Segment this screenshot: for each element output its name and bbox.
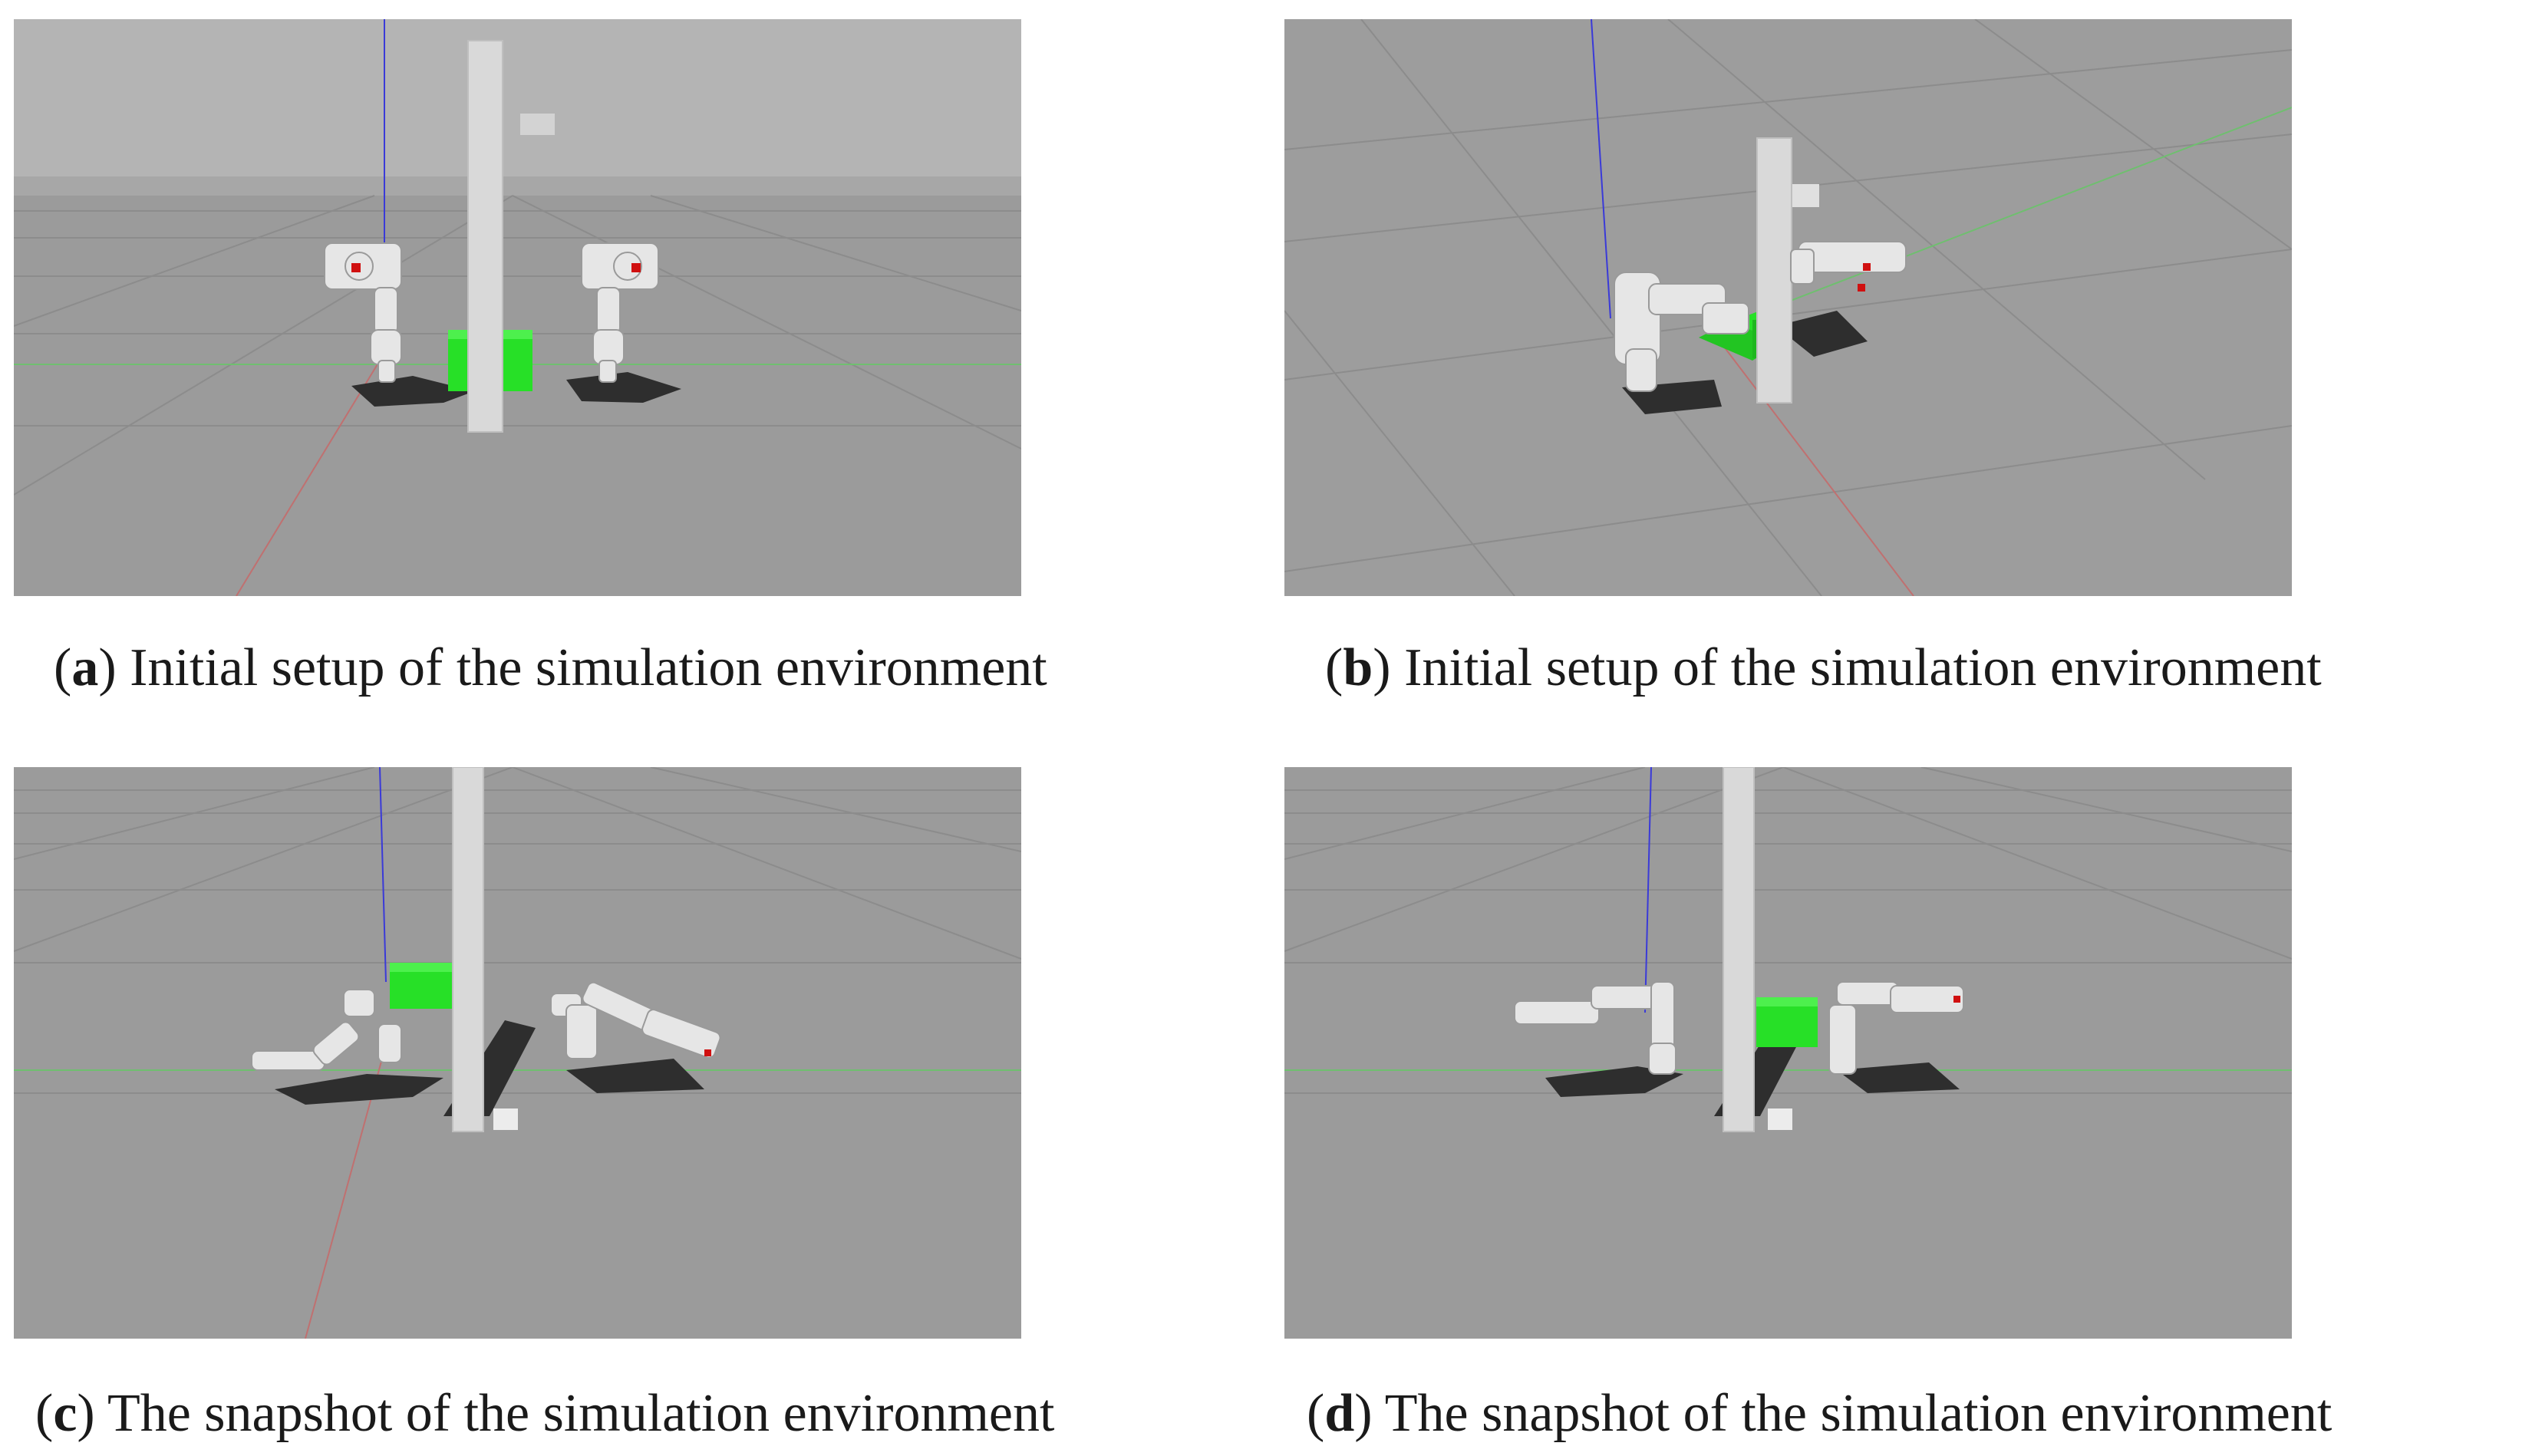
y-axis-line <box>1744 107 2292 319</box>
marker-right <box>1953 996 1960 1003</box>
caption-label: d <box>1324 1384 1355 1443</box>
caption-text: The snapshot of the simulation environme… <box>107 1384 1055 1443</box>
z-axis-line <box>1591 19 1611 319</box>
caption-a: (a) Initial setup of the simulation envi… <box>54 638 1047 697</box>
caption-text: Initial setup of the simulation environm… <box>1404 638 2322 697</box>
robot-arm-left <box>1614 272 1749 392</box>
caption-label: b <box>1343 638 1373 697</box>
scene-d <box>1284 767 2292 1339</box>
horizon-band <box>14 176 1021 196</box>
x-axis-line <box>1713 333 1914 596</box>
marker-left <box>351 263 361 272</box>
caption-d: (d) The snapshot of the simulation envir… <box>1307 1384 2333 1443</box>
z-axis-line <box>1644 767 1652 1013</box>
scene-a <box>14 19 1021 596</box>
sky-backdrop <box>14 19 1021 176</box>
small-block <box>1792 184 1819 207</box>
simulation-view-d <box>1284 767 2292 1339</box>
simulation-view-a <box>14 19 1021 596</box>
robot-arm-left <box>1514 981 1676 1075</box>
green-box-top <box>390 963 455 972</box>
caption-b: (b) Initial setup of the simulation envi… <box>1325 638 2322 697</box>
robot-arm-right <box>1828 981 1964 1075</box>
marker-right <box>631 263 641 272</box>
robot-arm-right <box>1790 241 1907 285</box>
caption-text: The snapshot of the simulation environme… <box>1384 1384 2333 1443</box>
robot-shadows <box>275 1020 704 1116</box>
pillar <box>1723 767 1755 1132</box>
robot-arm-left <box>251 989 402 1071</box>
robot-arm-right <box>581 242 659 383</box>
marker-left <box>1858 284 1865 292</box>
caption-text: Initial setup of the simulation environm… <box>130 638 1047 697</box>
pillar <box>452 767 484 1132</box>
green-box-top <box>1756 997 1818 1006</box>
robot-arm-left <box>324 242 402 383</box>
pillar <box>1756 137 1792 404</box>
small-block <box>493 1108 518 1130</box>
scene-b <box>1284 19 2292 596</box>
x-axis-line <box>236 356 383 596</box>
caption-label: c <box>53 1384 77 1443</box>
pillar <box>467 40 503 433</box>
ground-grid <box>14 195 1021 496</box>
robot-arm-right <box>550 981 721 1059</box>
caption-label: a <box>71 638 99 697</box>
simulation-view-c <box>14 767 1021 1339</box>
caption-c: (c) The snapshot of the simulation envir… <box>35 1384 1055 1443</box>
small-block <box>520 114 555 135</box>
scene-c <box>14 767 1021 1339</box>
marker-right <box>704 1049 711 1056</box>
z-axis-line <box>379 767 387 983</box>
ground-grid <box>1284 767 2292 1094</box>
simulation-view-b <box>1284 19 2292 596</box>
marker-right <box>1863 263 1871 271</box>
robot-shadows <box>351 372 681 407</box>
small-block <box>1768 1108 1792 1130</box>
x-axis-line <box>305 1058 383 1339</box>
ground-grid <box>14 767 1021 1094</box>
